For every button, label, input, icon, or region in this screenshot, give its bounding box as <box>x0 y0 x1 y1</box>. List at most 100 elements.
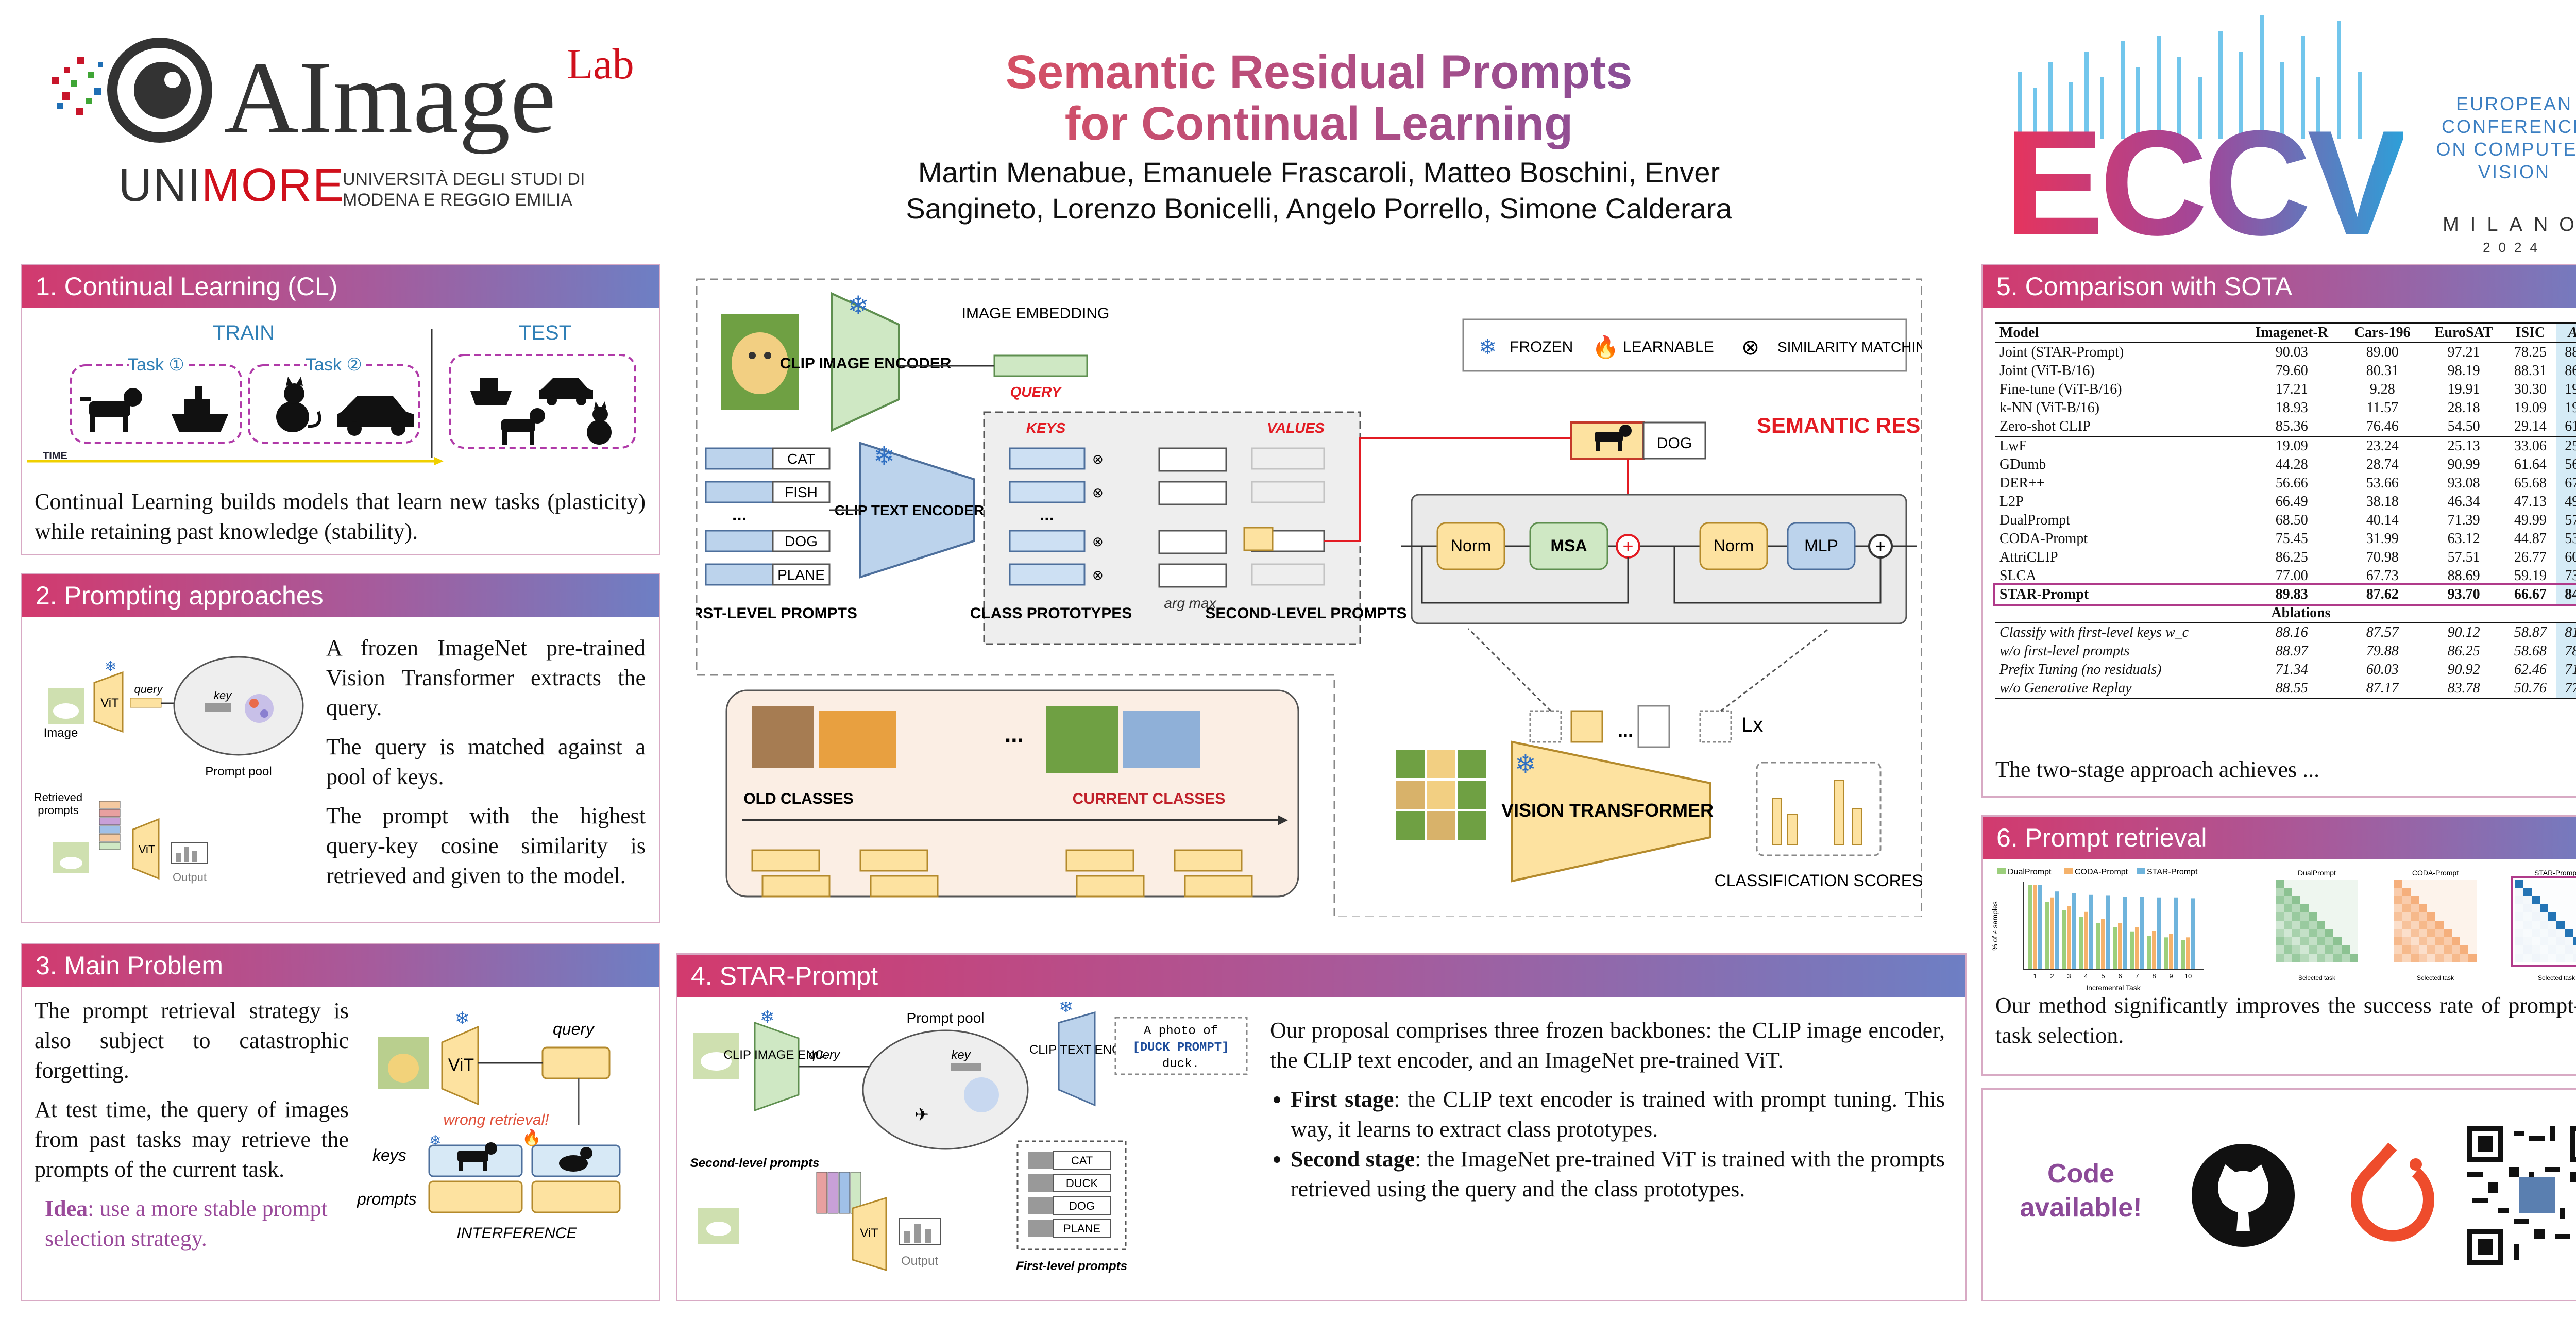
github-icon[interactable] <box>2189 1141 2297 1249</box>
section3-idea: Idea: use a more stable prompt selection… <box>35 1194 349 1254</box>
heat-cell <box>2394 904 2402 912</box>
heat-cell <box>2565 954 2573 962</box>
lab-name: AImage <box>224 41 556 155</box>
cat-icon <box>276 377 321 432</box>
sim-list: ⊗⊗ ⊗⊗ <box>1092 447 1227 588</box>
arg-max-label: arg max <box>1164 595 1216 611</box>
heat-cell <box>2548 904 2556 912</box>
section6-title: 6. Prompt retrieval <box>1983 817 2576 859</box>
heat-cell <box>2540 929 2548 937</box>
sota-table: Model Imagenet-R Cars-196 EuroSAT ISIC A… <box>1993 322 2576 699</box>
table-cell: AttriCLIP <box>1999 549 2058 565</box>
heat-cell <box>2284 921 2292 929</box>
heat-cell <box>2573 888 2576 896</box>
authors-line2: Sangineto, Lorenzo Bonicelli, Angelo Por… <box>906 192 1732 225</box>
section2-text: A frozen ImageNet pre-trained Vision Tra… <box>326 633 646 900</box>
heat-cell <box>2435 929 2444 937</box>
idea-label: Idea <box>45 1196 88 1221</box>
heat-cell <box>2309 904 2317 912</box>
test-dog-icon <box>501 408 545 445</box>
heat-cell <box>2300 880 2309 888</box>
heat-cell <box>2460 880 2468 888</box>
heat-cell <box>2540 912 2548 921</box>
bar-star-prompt-6 <box>2123 897 2127 970</box>
pytorch-icon[interactable] <box>2338 1136 2447 1255</box>
heat-cell <box>2292 929 2300 937</box>
norm1-label: Norm <box>1451 536 1491 555</box>
heat-cell <box>2532 880 2540 888</box>
table-cell: 17.21 <box>2275 381 2308 397</box>
heat-cell <box>2292 896 2300 904</box>
test-car-icon <box>539 378 593 405</box>
qr-code-icon[interactable] <box>2467 1126 2576 1265</box>
legend-frozen: FROZEN <box>1510 339 1573 356</box>
heat-cell <box>2276 880 2284 888</box>
table-cell: 53.86 <box>2555 530 2576 548</box>
table-cell: 78.44 <box>2555 642 2576 661</box>
table-cell: 66.49 <box>2275 494 2308 510</box>
col-model: Model <box>1999 325 2039 341</box>
heat-cell <box>2309 880 2317 888</box>
section4-bullet2: Second stage: the ImageNet pre-trained V… <box>1291 1144 1945 1204</box>
heat-cell <box>2427 945 2435 954</box>
table-cell: LwF <box>1999 438 2027 454</box>
similarity-icon: ⊗ <box>1092 485 1104 500</box>
heat-cell <box>2435 904 2444 912</box>
task2-label: Task ② <box>306 355 362 375</box>
heat-cell <box>2565 896 2573 904</box>
table-cell: 63.12 <box>2447 531 2480 547</box>
table-cell: 54.50 <box>2447 418 2480 434</box>
bar-coda-prompt-4 <box>2084 911 2088 970</box>
heat-cell <box>2573 921 2576 929</box>
heat-cell <box>2394 945 2402 954</box>
heat-cell <box>2573 880 2576 888</box>
heat-cell <box>2427 896 2435 904</box>
heat-cell <box>2402 912 2411 921</box>
heat-cell <box>2284 929 2292 937</box>
bar-dualprompt-4 <box>2079 917 2083 970</box>
svg-text:+: + <box>1622 535 1633 556</box>
heat-cell <box>2342 904 2350 912</box>
clip-img-enc-text: CLIP IMAGE ENC. <box>724 1048 827 1062</box>
heat-cell <box>2515 945 2523 954</box>
heat-cell <box>2419 888 2427 896</box>
col-avg: Avg. <box>2555 323 2576 343</box>
table-cell: 33.06 <box>2514 438 2547 454</box>
col-eurosat: EuroSAT <box>2434 325 2493 341</box>
second-prompt-stack <box>816 1172 861 1214</box>
heat-cell <box>2333 954 2342 962</box>
table-star: STAR-Prompt 89.83 87.62 93.70 66.67 84.4… <box>1993 583 2576 623</box>
heat-cell <box>2444 929 2452 937</box>
table-cell: 59.19 <box>2514 568 2547 584</box>
table-cell: 89.00 <box>2366 344 2399 360</box>
plane-icon: ✈ <box>914 1105 929 1125</box>
bar-coda-prompt-5 <box>2101 919 2105 970</box>
heat-cell <box>2468 937 2477 945</box>
heat-cell <box>2411 880 2419 888</box>
class-plane: PLANE <box>777 567 825 583</box>
class-dog-4: DOG <box>1069 1199 1095 1212</box>
section4-bullet1: First stage: the CLIP text encoder is tr… <box>1291 1085 1945 1144</box>
heat-cell <box>2325 896 2333 904</box>
heat-cell <box>2284 896 2292 904</box>
heat-cell <box>2342 912 2350 921</box>
heat-cell <box>2427 929 2435 937</box>
heat-cell <box>2444 904 2452 912</box>
image-label: Image <box>44 726 78 740</box>
key-label: key <box>214 689 232 702</box>
table-cell: 86.25 <box>2447 643 2480 659</box>
conf-line4: VISION <box>2478 161 2551 182</box>
similarity-icon: ⊗ <box>1092 451 1104 467</box>
heat-cell <box>2284 912 2292 921</box>
heat-cell <box>2515 954 2523 962</box>
heat-cell <box>2419 896 2427 904</box>
heat-cell <box>2565 929 2573 937</box>
heat-cell <box>2523 880 2532 888</box>
heat-cell <box>2460 929 2468 937</box>
table-cell: 58.68 <box>2514 643 2547 659</box>
heat-cell <box>2350 896 2358 904</box>
heat-cell <box>2333 904 2342 912</box>
